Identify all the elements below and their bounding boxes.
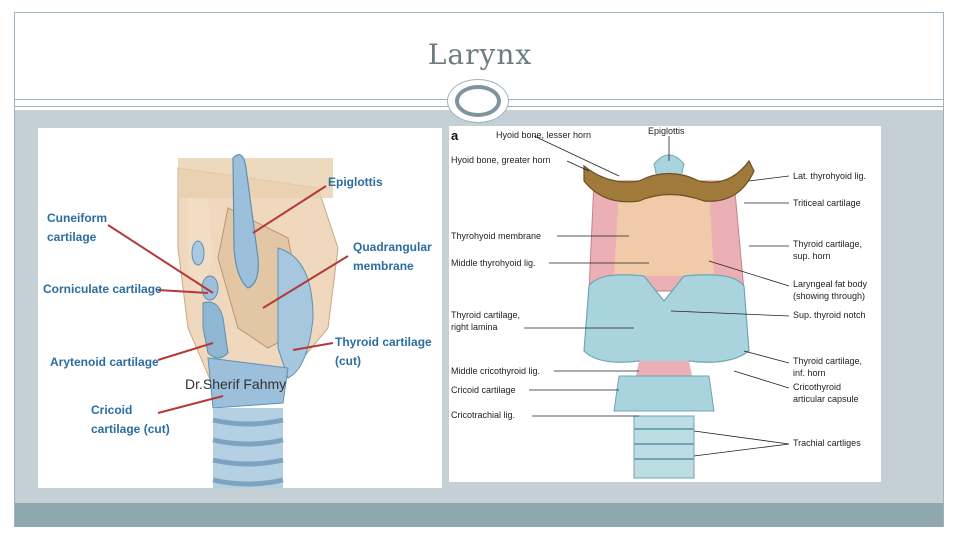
tracheal-ring-4 [212,477,284,487]
right-anatomy-figure: a Hyoid bone, lesser horn Hyoid bone, gr… [449,126,881,482]
label-arytenoid: Arytenoid cartilage [50,355,159,369]
leader-lines [524,135,790,457]
arrow-quadrangular [262,255,349,309]
label-thyrohyoid-membrane: Thyrohyoid membrane [451,231,541,241]
left-anatomy-figure: Epiglottis Cuneiform cartilage Quadrangu… [38,128,442,488]
author-watermark: Dr.Sherif Fahmy [185,376,286,392]
arrow-epiglottis [252,185,327,234]
label-thyroid-line2: (cut) [335,354,361,368]
label-fat-body-line2: (showing through) [793,291,865,301]
label-epiglottis: Epiglottis [328,175,383,189]
epiglottis-shape [232,154,259,289]
label-thyroid-lamina-line1: Thyroid cartilage, [451,310,520,320]
label-thyroid-sup-line1: Thyroid cartilage, [793,239,862,249]
label-triticeal: Triticeal cartilage [793,198,861,208]
pointer-arrows [107,185,349,414]
label-cricoid-line1: Cricoid [91,403,132,417]
label-capsule-line2: articular capsule [793,394,859,404]
cricoid-cartilage-shape [613,375,715,412]
cricoid-shape [207,357,289,409]
label-cricoid-line2: cartilage (cut) [91,422,170,436]
label-epiglottis: Epiglottis [648,126,685,136]
panel-letter: a [451,128,459,143]
tracheal-ring-3 [212,457,284,467]
slide-title: Larynx [427,38,533,71]
label-thyroid-inf-line1: Thyroid cartilage, [793,356,862,366]
arrow-arytenoid [157,342,214,361]
arrow-cuneiform [107,224,214,294]
tracheal-ring-1 [212,417,284,427]
label-thyroid-inf-line2: inf. horn [793,368,826,378]
arrow-cricoid [157,395,224,414]
label-fat-body-line1: Laryngeal fat body [793,279,868,289]
arrow-thyroid [292,342,334,351]
label-hyoid-lesser: Hyoid bone, lesser horn [496,130,591,140]
right-anatomy-illustration: a Hyoid bone, lesser horn Hyoid bone, gr… [451,126,868,479]
label-cricotracheal: Cricotrachial lig. [451,410,515,420]
label-middle-cricothyroid: Middle cricothyroid lig. [451,366,540,376]
trachea-shape [633,415,695,479]
label-cuneiform-line1: Cuneiform [47,211,107,225]
title-ornament-ring [455,85,501,117]
label-cuneiform-line2: cartilage [47,230,97,244]
label-sup-notch: Sup. thyroid notch [793,310,866,320]
thyroid-cartilage-shape [583,274,750,372]
label-middle-thyrohyoid: Middle thyrohyoid lig. [451,258,536,268]
footer-band [15,503,943,527]
upper-muscle-band [178,158,333,198]
label-quadrangular-line1: Quadrangular [353,240,432,254]
label-cricoid-cartilage: Cricoid cartilage [451,385,516,395]
label-thyroid-lamina-line2: right lamina [451,322,498,332]
corniculate-shape [201,275,219,301]
tracheal-ring-2 [212,437,284,447]
arrow-corniculate [157,289,209,294]
label-capsule-line1: Cricothyroid [793,382,841,392]
label-hyoid-greater: Hyoid bone, greater horn [451,155,551,165]
thyroid-cartilage-shape [277,247,314,379]
hyoid-bone-shape [583,159,755,203]
label-thyroid-sup-line2: sup. horn [793,251,831,261]
label-lat-thyrohyoid: Lat. thyrohyoid lig. [793,171,866,181]
cuneiform-shape [191,240,205,266]
label-tracheal: Trachial cartliges [793,438,861,448]
left-anatomy-illustration: Epiglottis Cuneiform cartilage Quadrangu… [43,154,432,488]
label-thyroid-line1: Thyroid cartilage [335,335,432,349]
label-quadrangular-line2: membrane [353,259,414,273]
fat-body-shape [614,191,714,276]
label-corniculate: Corniculate cartilage [43,282,162,296]
